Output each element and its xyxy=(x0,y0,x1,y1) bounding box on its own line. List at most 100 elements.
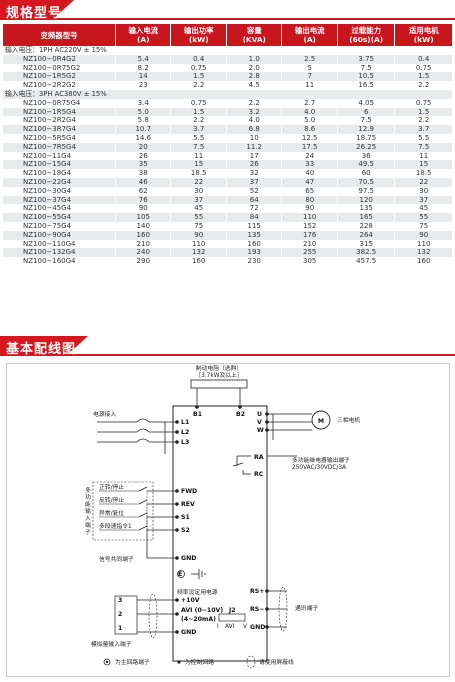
legend-control: 为控制回路 xyxy=(185,658,214,666)
jumper-pin-i: I xyxy=(217,624,219,630)
value-cell: 457.5 xyxy=(356,257,377,266)
value-cell: 1.5 xyxy=(395,107,452,117)
terminal-l2: L2 xyxy=(181,429,189,436)
value-cell: 4.0 xyxy=(282,107,337,117)
terminal-v: V xyxy=(257,419,262,426)
value-cell: 75 xyxy=(419,221,429,230)
value-cell: 33 xyxy=(282,160,337,170)
value-cell: 135 xyxy=(359,204,373,213)
value-cell: 60 xyxy=(361,169,371,178)
terminal-b1: B1 xyxy=(193,411,202,418)
value-cell: 6.8 xyxy=(226,125,282,134)
value-cell: 160 xyxy=(417,257,431,266)
terminal-l1: L1 xyxy=(181,419,189,426)
terminal-ra: RA xyxy=(254,454,264,461)
value-cell: 5.0 xyxy=(304,116,316,125)
value-cell: 0.75 xyxy=(415,98,432,107)
value-cell: 49.5 xyxy=(337,160,395,170)
value-cell: 36 xyxy=(361,151,371,160)
comm-label: 通讯端子 xyxy=(295,604,318,612)
multi-input-label-char: 端 xyxy=(85,521,91,529)
terminal-w: W xyxy=(257,427,264,434)
multi-input-label-char: 子 xyxy=(85,529,91,536)
value-cell: 46 xyxy=(116,177,171,187)
jumper-j2 xyxy=(218,613,246,622)
legend-shield: 请使用屏蔽线 xyxy=(259,658,294,666)
value-cell: 120 xyxy=(337,195,395,205)
value-cell: 90 xyxy=(138,204,148,213)
value-cell: 38 xyxy=(138,169,148,178)
model-cell: NZ100−2R2G4 xyxy=(23,116,76,125)
model-cell: NZ100−2R2G2 xyxy=(23,81,76,90)
value-cell: 2.2 xyxy=(418,81,430,90)
model-cell: NZ100−18G4 xyxy=(23,169,72,178)
value-cell: 2.5 xyxy=(282,54,337,64)
model-cell: NZ100−110G4 xyxy=(23,239,76,248)
freq-supply-label: 频率设定用电源 xyxy=(177,588,218,596)
value-cell: 160 xyxy=(116,230,171,240)
multi-input-label-char: 输 xyxy=(85,507,91,515)
terminal-avi-ma: (4~20mA) xyxy=(181,616,216,623)
value-cell: 52 xyxy=(249,186,259,195)
value-cell: 84 xyxy=(226,213,282,222)
value-cell: 135 xyxy=(226,230,282,240)
jumper-pin-v: V xyxy=(243,624,247,630)
input-label: 反转/停止 xyxy=(99,496,124,504)
model-cell: NZ100−55G4 xyxy=(3,213,115,222)
value-cell: 5.5 xyxy=(193,133,205,142)
pot-pin-2: 2 xyxy=(118,611,122,618)
value-cell: 0.75 xyxy=(190,98,207,107)
model-cell: NZ100−45G4 xyxy=(23,204,72,213)
model-cell: NZ100−3R7G4 xyxy=(3,125,115,134)
value-cell: 165 xyxy=(337,213,395,222)
terminal-l3: L3 xyxy=(181,439,189,446)
jumper-pin-avi: AVI xyxy=(225,624,235,630)
legend-control-icon xyxy=(177,660,181,664)
value-cell: 18.5 xyxy=(190,169,207,178)
value-cell: 76 xyxy=(116,195,171,205)
value-cell: 4.5 xyxy=(248,81,260,90)
value-cell: 16.5 xyxy=(358,81,374,90)
model-cell: NZ100−7R5G4 xyxy=(3,142,115,152)
value-cell: 7.5 xyxy=(360,116,372,125)
model-cell: NZ100−15G4 xyxy=(3,160,115,170)
multi-input-label-char: 入 xyxy=(85,515,91,522)
value-cell: 37 xyxy=(226,177,282,187)
value-cell: 15 xyxy=(395,160,452,170)
value-cell: 12.5 xyxy=(301,133,318,142)
value-cell: 7.5 xyxy=(360,63,372,72)
value-cell: 70.5 xyxy=(337,177,395,187)
value-cell: 115 xyxy=(247,221,261,230)
wiring-section-header: 基本配线图 xyxy=(0,336,455,357)
group-row: 输入电压：3PH AC380V ± 15% xyxy=(3,89,452,99)
value-cell: 90 xyxy=(305,204,315,213)
value-cell: 11 xyxy=(194,151,204,160)
value-cell: 5.0 xyxy=(116,107,171,117)
terminal-gnd-2: GND xyxy=(181,629,196,636)
column-header: 输出电流(A) xyxy=(282,24,337,46)
value-cell: 240 xyxy=(116,248,171,258)
value-cell: 45 xyxy=(194,204,204,213)
model-cell: NZ100−30G4 xyxy=(23,186,72,195)
value-cell: 26 xyxy=(138,151,148,160)
value-cell: 75 xyxy=(194,221,204,230)
multi-input-label-char: 功 xyxy=(85,493,91,501)
value-cell: 18.5 xyxy=(415,169,432,178)
value-cell: 55 xyxy=(395,213,452,222)
value-cell: 3.2 xyxy=(226,107,282,117)
terminal-gnd-1: GND xyxy=(181,555,196,562)
legend-main: 为主回路端子 xyxy=(115,658,150,666)
value-cell: 12.9 xyxy=(337,125,395,134)
value-cell: 15 xyxy=(171,160,226,170)
motor-label: 三相电机 xyxy=(337,416,360,424)
